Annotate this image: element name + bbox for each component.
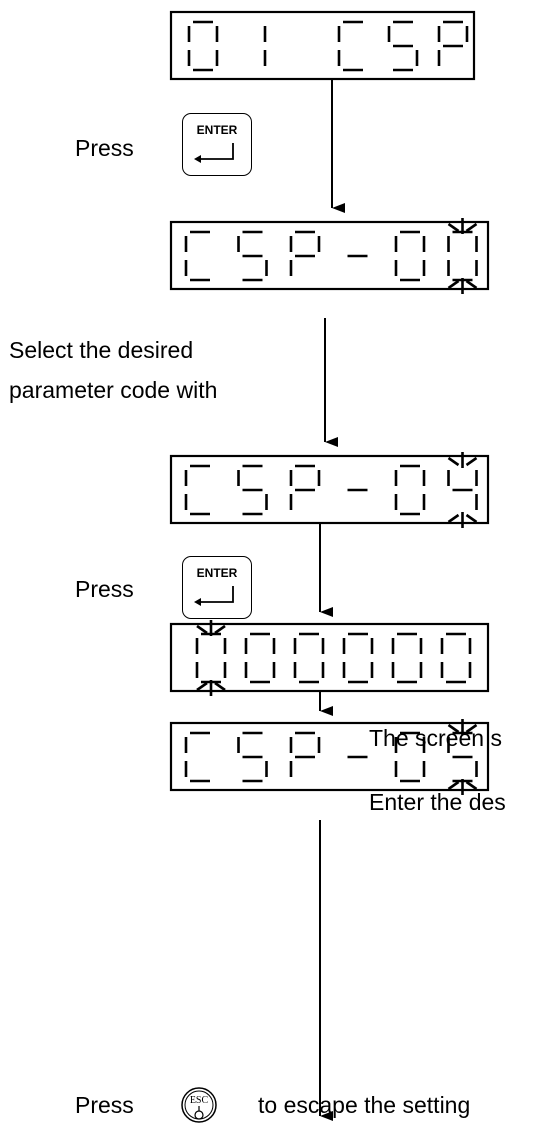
blink-ray: [465, 513, 478, 524]
enter-key-2[interactable]: ENTER: [182, 556, 252, 619]
enter-arrow-icon: [194, 143, 234, 163]
enter-desired-label: Enter the des: [369, 789, 506, 815]
display-csp-05-digits: [184, 719, 478, 795]
select-label-line2: parameter code with: [9, 377, 218, 403]
blink-ray: [196, 624, 208, 635]
display-csp-04: [169, 454, 490, 525]
screen-shows-label: The screen s: [369, 725, 502, 751]
esc-key-label: ESC: [190, 1095, 209, 1106]
blink-ray: [214, 681, 226, 692]
enter-key-label: ENTER: [196, 566, 238, 580]
blink-ray: [465, 222, 478, 233]
enter-key-1[interactable]: ENTER: [182, 113, 252, 176]
press-label-2: Press: [75, 576, 134, 602]
blink-ray: [447, 279, 460, 290]
esc-key-icon[interactable]: ESC: [180, 1086, 218, 1124]
display-csp-04-digits: [184, 452, 478, 528]
display-value: [169, 622, 490, 693]
blink-ray: [196, 681, 208, 692]
select-label-line1: Select the desired: [9, 337, 194, 363]
display-value-digits: [195, 620, 472, 696]
blink-ray: [447, 513, 460, 524]
enter-key-label: ENTER: [196, 123, 238, 137]
enter-arrow-icon: [194, 586, 234, 606]
blink-ray: [465, 780, 478, 791]
blink-ray: [447, 723, 460, 734]
blink-ray: [447, 456, 460, 467]
blink-ray: [447, 222, 460, 233]
blink-ray: [465, 723, 478, 734]
blink-ray: [465, 456, 478, 467]
blink-ray: [214, 624, 226, 635]
escape-label: to escape the setting: [258, 1092, 471, 1118]
display-csp-00-digits: [184, 218, 478, 294]
blink-ray: [447, 780, 460, 791]
display-csp-05: [169, 721, 490, 792]
display-csp-00: [169, 220, 490, 291]
blink-ray: [465, 279, 478, 290]
press-label-1: Press: [75, 135, 134, 161]
display-menu-digits: [187, 20, 469, 72]
display-menu: [169, 10, 476, 81]
press-label-3: Press: [75, 1092, 134, 1118]
